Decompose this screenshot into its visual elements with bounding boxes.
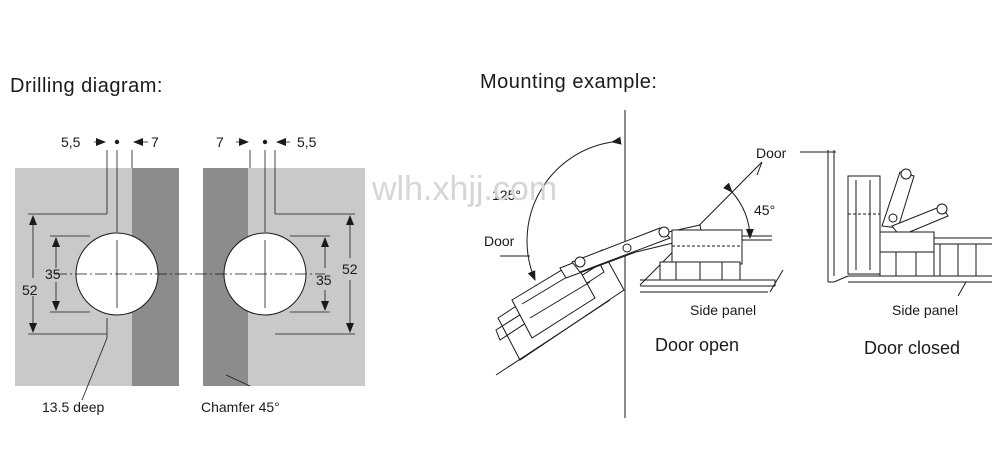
left-top-dimensions [94,138,148,232]
left-offset-label: 5,5 [61,134,81,150]
door-label-top: Door [756,145,787,161]
door-open-illustration [495,110,784,418]
left-edge-label: 7 [151,134,159,150]
chamfer-note: Chamfer 45° [201,399,280,415]
side-panel-label-closed: Side panel [892,302,958,318]
right-vertical-dimensions [275,213,355,335]
door-closed-caption: Door closed [864,338,960,358]
door-label-left: Door [484,233,515,249]
door-open-caption: Door open [655,335,739,355]
left-inner-dim-label: 35 [45,266,61,282]
right-edge-label: 7 [216,134,224,150]
right-offset-label: 5,5 [297,134,317,150]
opening-angle-label: 125° [492,187,521,203]
right-inner-dim-label: 35 [316,272,332,288]
watermark: wlh.xhjj.com [371,170,557,208]
left-vertical-dimensions [28,213,108,338]
depth-note: 13.5 deep [42,399,104,415]
mounting-example-heading: Mounting example: [480,71,657,93]
drilling-diagram: 5,5 7 7 5,5 35 52 [15,134,365,401]
side-panel-label-open: Side panel [690,302,756,318]
right-outer-dim-label: 52 [342,261,358,277]
angle-45-label: 45° [754,202,775,218]
right-top-dimensions [236,138,290,232]
left-outer-dim-label: 52 [22,282,38,298]
chamfer-leader-line [225,374,251,387]
door-closed-illustration [800,150,992,297]
depth-leader-line [81,337,108,401]
drilling-diagram-heading: Drilling diagram: [10,75,163,97]
